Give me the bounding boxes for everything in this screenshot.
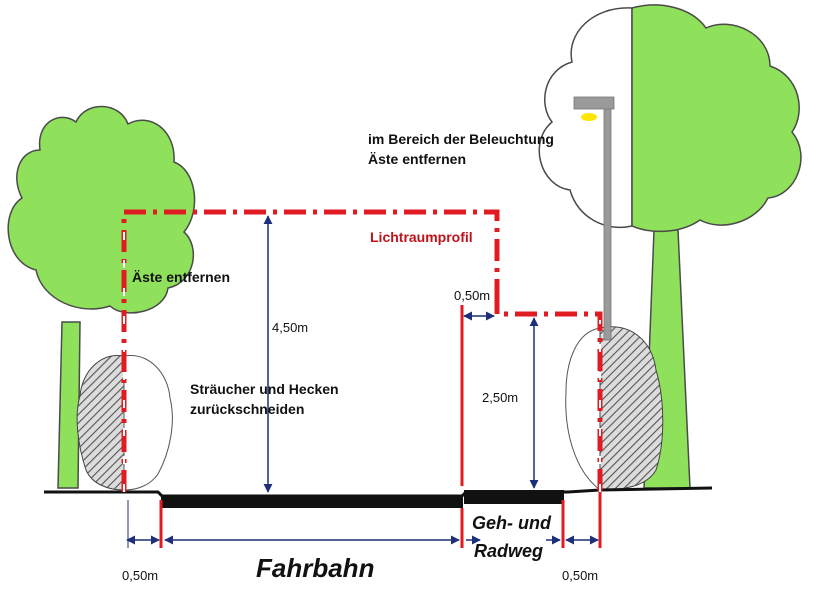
clearance-profile-label: Lichtraumprofil — [370, 229, 473, 245]
offset-right-label: 0,50m — [562, 568, 599, 583]
roadway-label: Fahrbahn — [256, 553, 375, 583]
bush-left-icon — [76, 355, 173, 491]
shrubs-label-line1: Sträucher und Hecken — [190, 381, 339, 397]
tree-left-icon — [7, 105, 196, 489]
height-road-label: 4,50m — [272, 320, 309, 335]
lighting-note-line1: im Bereich der Beleuchtung — [368, 131, 554, 147]
roadway-surface — [161, 496, 463, 508]
offset-left-label: 0,50m — [122, 568, 159, 583]
path-surface — [464, 490, 564, 504]
bush-right-icon — [565, 326, 664, 492]
shrubs-label-line2: zurückschneiden — [190, 401, 305, 417]
dimension-lines — [126, 215, 599, 548]
path-label-line1: Geh- und — [472, 513, 551, 533]
branches-remove-label: Äste entfernen — [132, 269, 231, 285]
street-lamp-icon — [573, 96, 615, 341]
height-path-label: 2,50m — [482, 390, 519, 405]
ground-profile — [44, 486, 713, 508]
lighting-note-line2: Äste entfernen — [368, 151, 467, 167]
path-label-line2: Radweg — [474, 541, 544, 561]
profile-line-overlay — [123, 212, 601, 492]
offset-top-label: 0,50m — [454, 288, 491, 303]
